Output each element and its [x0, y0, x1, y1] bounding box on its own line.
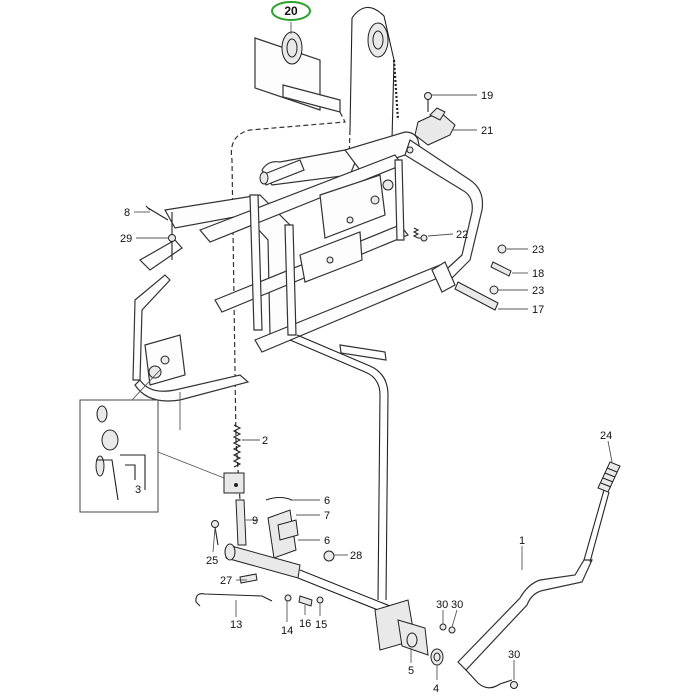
highlight-ring-20	[271, 1, 311, 21]
lever-1	[457, 489, 610, 689]
rod-5	[289, 334, 389, 601]
callout-5: 5	[408, 665, 414, 677]
bolt-8	[145, 205, 169, 221]
callout-23-top: 23	[532, 244, 544, 256]
cable-path	[230, 111, 346, 501]
callout-15: 15	[315, 619, 327, 631]
spring-2	[223, 424, 245, 494]
detail-inset-3	[79, 369, 225, 513]
nuts-30	[439, 623, 518, 689]
top-pulley-assembly	[254, 6, 400, 141]
callout-19: 19	[481, 90, 493, 102]
bracket-5	[374, 599, 429, 656]
callout-28: 28	[350, 550, 362, 562]
spring-22	[412, 227, 428, 242]
pin-17	[454, 281, 499, 311]
callout-labels: 20 19 21 22 23 18 23 17 8 29 2 3 9 6 7 6…	[120, 4, 612, 695]
callout-21: 21	[481, 125, 493, 137]
bracket-6-7	[265, 496, 299, 559]
callout-22: 22	[456, 229, 468, 241]
nut-29	[168, 234, 176, 242]
callout-2: 2	[262, 435, 268, 447]
callout-30-a: 30	[436, 599, 448, 611]
leader-lines	[134, 22, 613, 680]
rod-13	[195, 593, 324, 607]
callout-30-b: 30	[451, 599, 463, 611]
callout-24: 24	[600, 430, 612, 442]
bracket-9	[235, 499, 247, 546]
callout-14: 14	[281, 625, 293, 637]
callout-18: 18	[532, 268, 544, 280]
nut-23a	[497, 244, 507, 254]
bracket-21	[414, 107, 456, 146]
callout-6-top: 6	[324, 495, 330, 507]
callout-23-bottom: 23	[532, 285, 544, 297]
callout-25: 25	[206, 555, 218, 567]
callout-4: 4	[433, 683, 439, 695]
bushing-4	[430, 648, 444, 666]
callout-27: 27	[220, 575, 232, 587]
callout-13: 13	[230, 619, 242, 631]
callout-8: 8	[124, 207, 130, 219]
pin-27	[239, 573, 258, 584]
pin-18	[490, 261, 512, 277]
handle-grip-24	[597, 461, 621, 493]
callout-1: 1	[519, 535, 525, 547]
callout-16: 16	[299, 618, 311, 630]
callout-29: 29	[120, 233, 132, 245]
callout-9: 9	[252, 515, 258, 527]
callout-7: 7	[324, 510, 330, 522]
nut-23b	[489, 285, 499, 295]
callout-3: 3	[135, 484, 141, 496]
bolt-19	[424, 92, 432, 112]
callout-20: 20	[284, 4, 298, 18]
bolt-25	[211, 520, 219, 546]
callout-6-bottom: 6	[324, 535, 330, 547]
washer-28	[323, 550, 335, 562]
chassis-frame	[132, 131, 484, 402]
callout-30-c: 30	[508, 649, 520, 661]
callout-17: 17	[532, 304, 544, 316]
